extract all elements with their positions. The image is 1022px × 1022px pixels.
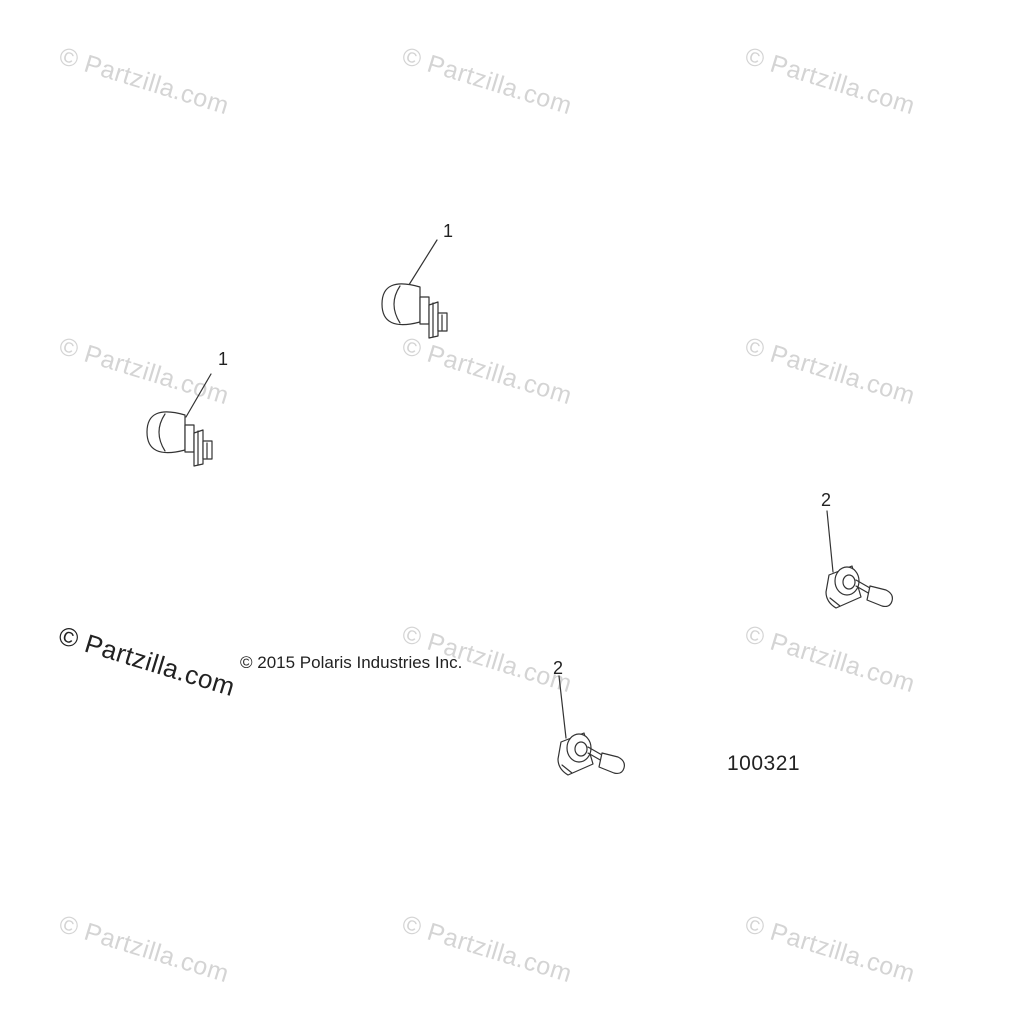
callout-number: 1 [218, 349, 229, 369]
wedge-bulb [381, 239, 448, 339]
callout-number: 2 [553, 658, 564, 678]
callout-number: 2 [821, 490, 832, 510]
halogen-bulb [557, 675, 625, 776]
leader-line [406, 239, 438, 289]
leader-line [826, 510, 834, 573]
leader-line [558, 675, 567, 739]
halogen-bulb [825, 510, 893, 609]
diagram-number: 100321 [727, 752, 801, 775]
copyright-notice: © 2015 Polaris Industries Inc. [240, 653, 463, 672]
wedge-bulb [146, 373, 213, 467]
leader-line [185, 373, 212, 418]
callout-number: 1 [443, 221, 454, 241]
